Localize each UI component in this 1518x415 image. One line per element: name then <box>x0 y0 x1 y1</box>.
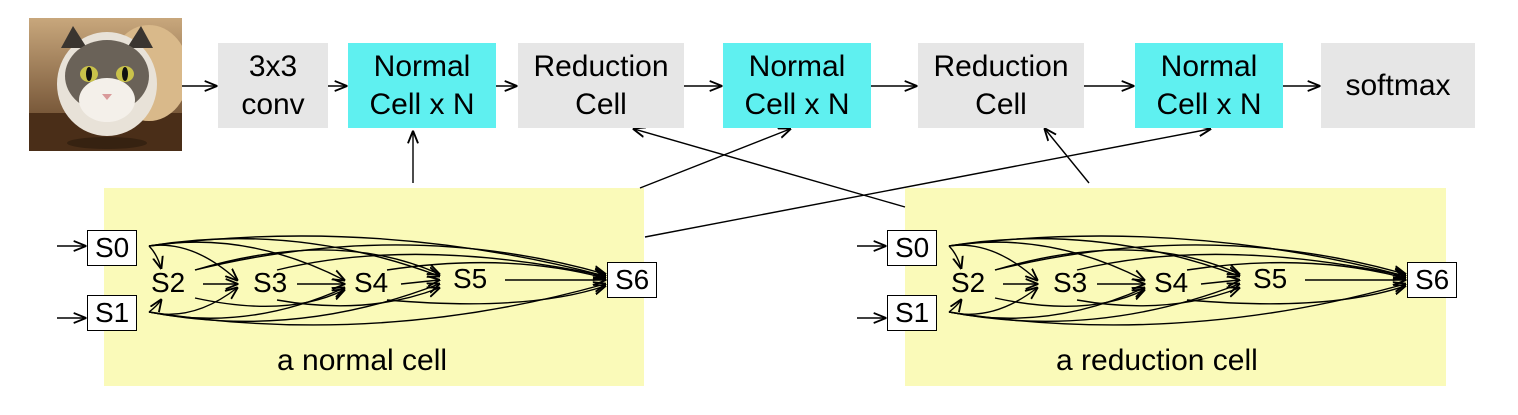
cell-edge <box>948 245 961 268</box>
reduction-node-s1: S1 <box>887 295 938 331</box>
reduction-node-s2: S2 <box>951 267 986 298</box>
cell-edge <box>1186 261 1405 278</box>
cell-edge <box>276 288 439 307</box>
cell-edge <box>148 237 439 276</box>
arrow-normal-cell-to-box3 <box>644 129 1210 238</box>
arrow <box>400 280 439 284</box>
arrow-reduction-cell-to-box1 <box>634 129 906 208</box>
cell-edge <box>948 237 1239 276</box>
box-label-line1: 3x3 <box>248 49 298 83</box>
arrow-normal-cell-to-box2 <box>639 129 790 189</box>
cell-edge <box>948 300 961 313</box>
cat-photo-icon <box>29 18 182 151</box>
box-label-line1: Normal <box>748 49 846 83</box>
cell-edge <box>194 290 344 307</box>
cell-edge <box>1186 286 1405 305</box>
cell-edge <box>276 253 605 276</box>
box-label-line1: Reduction <box>933 49 1069 83</box>
cell-edge <box>994 249 1239 274</box>
normal-node-s5: S5 <box>453 263 488 294</box>
box-label-line1: softmax <box>1345 68 1451 102</box>
box-label-line2: Cell <box>575 87 627 121</box>
reduction-node-s5: S5 <box>1253 263 1288 294</box>
normal-node-s4: S4 <box>354 267 389 298</box>
box-label-line1: Normal <box>373 49 471 83</box>
cell-edge <box>994 244 1405 274</box>
cell-edge <box>194 249 439 274</box>
arrow-reduction-cell-to-box2 <box>1045 129 1090 184</box>
normal-node-s3: S3 <box>253 267 288 298</box>
normal-node-s1: S1 <box>87 295 138 331</box>
arrow <box>1200 280 1239 284</box>
normal-cell-panel <box>104 188 644 386</box>
cell-edge <box>148 245 161 268</box>
reduction-node-s4: S4 <box>1154 267 1189 298</box>
normal-node-s0: S0 <box>87 230 138 266</box>
box-label-line2: Cell x N <box>744 87 850 121</box>
cell-edge <box>1076 253 1405 276</box>
box-label-line1: Normal <box>1160 49 1258 83</box>
box-label-line2: conv <box>241 87 305 121</box>
box-label-line1: Reduction <box>533 49 669 83</box>
cell-edge <box>1076 288 1239 307</box>
normal-node-s2: S2 <box>151 267 186 298</box>
reduction-node-s6: S6 <box>1407 262 1458 298</box>
cell-edge <box>386 261 605 278</box>
cell-edge <box>994 290 1144 307</box>
reduction-node-s0: S0 <box>887 230 938 266</box>
cell-edge <box>194 244 605 274</box>
normal-cell-caption: a normal cell <box>277 344 448 377</box>
cell-edge <box>948 235 1405 276</box>
reduction-cell-panel <box>905 188 1446 386</box>
reduction-node-s3: S3 <box>1053 267 1088 298</box>
box-label-line2: Cell x N <box>1156 87 1262 121</box>
box-label-line2: Cell <box>975 87 1027 121</box>
normal-node-s6: S6 <box>607 262 658 298</box>
cell-edge <box>148 235 605 276</box>
box-label-line2: Cell x N <box>369 87 475 121</box>
cell-edge <box>386 286 605 305</box>
softmax-box: softmax <box>1321 43 1475 128</box>
cell-edge <box>148 300 161 313</box>
reduction-cell-caption: a reduction cell <box>1056 344 1258 377</box>
conv-box: 3x3 conv <box>218 43 328 128</box>
